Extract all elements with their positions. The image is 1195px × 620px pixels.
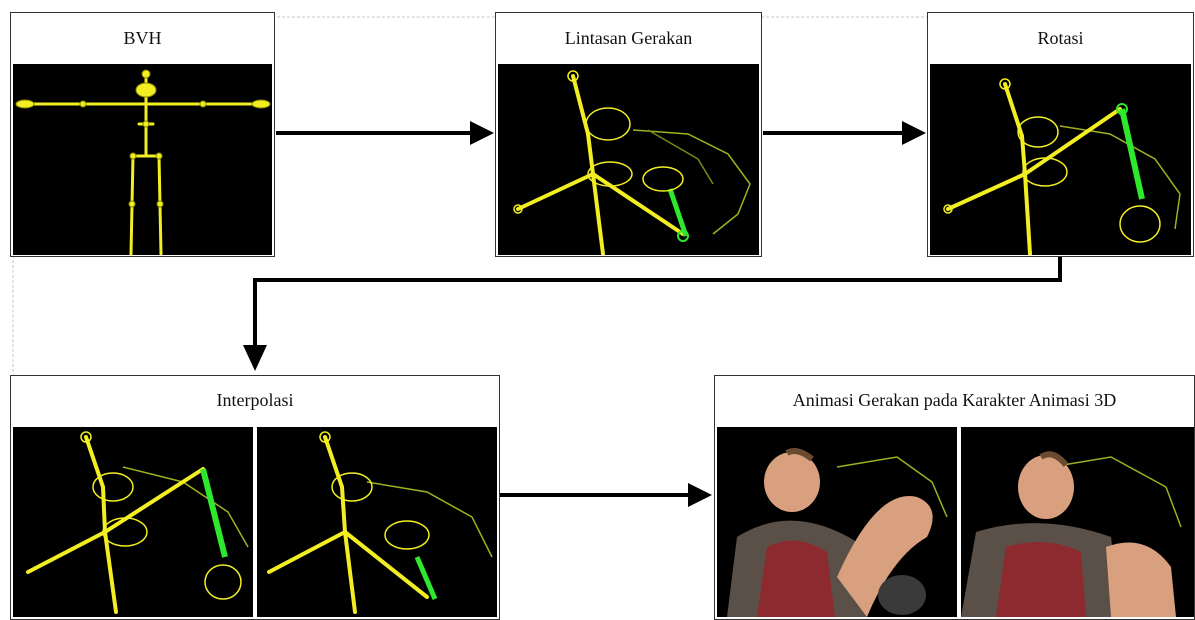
- arrowhead-lintasan: [470, 121, 494, 145]
- arrowhead-animasi: [688, 483, 712, 507]
- arrow-rotasi-to-interpolasi: [255, 257, 1060, 345]
- arrowhead-rotasi: [902, 121, 926, 145]
- arrowhead-interpolasi: [243, 345, 267, 371]
